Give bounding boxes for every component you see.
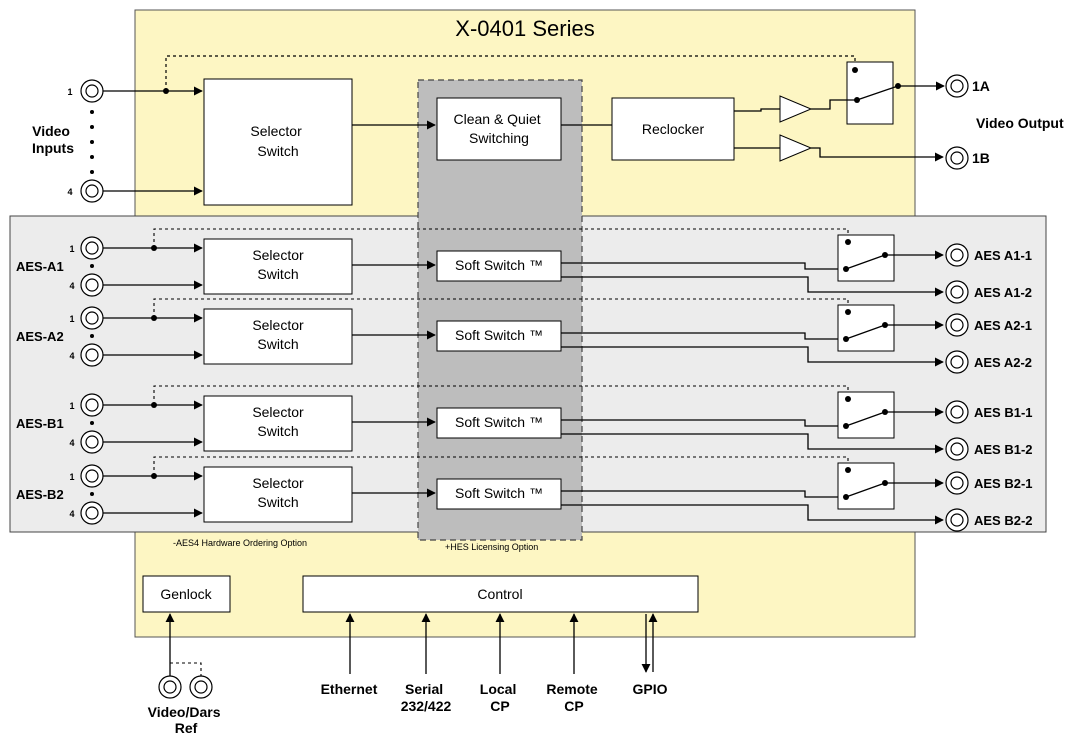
video-input-4-number: 4 [67, 187, 72, 197]
video-input-ellipsis [90, 110, 94, 174]
svg-text:Clean & Quiet Switching: Clean & Quiet Switching [453, 111, 544, 146]
aes-input-1-number: 1 [69, 472, 74, 482]
hes-option-label: +HES Licensing Option [445, 542, 538, 552]
control-input-gpio: GPIO [632, 681, 667, 697]
svg-text:Selector Switch: Selector Switch [250, 123, 305, 159]
video-output-label: Video Output [976, 115, 1064, 131]
reference-input-connectors [158, 675, 213, 699]
control-input-local-cp: Local CP [480, 681, 520, 714]
aes-input-1-connector [80, 464, 104, 488]
aes-output-2-connector [945, 280, 969, 304]
bypass-relay [837, 462, 895, 510]
soft-switch-block [436, 407, 562, 439]
aes-selector-switch [203, 466, 353, 523]
aes-output-2-label: AES A1-2 [974, 285, 1032, 300]
aes-input-1-number: 1 [69, 314, 74, 324]
soft-switch-label: Soft Switch ™ [455, 327, 543, 343]
aes-output-2-connector [945, 350, 969, 374]
aes-option-label: -AES4 Hardware Ordering Option [173, 538, 307, 548]
soft-switch-label: Soft Switch ™ [455, 257, 543, 273]
bypass-relay-video [846, 61, 894, 125]
aes-output-1-label: AES A2-1 [974, 318, 1032, 333]
genlock-label: Genlock [160, 586, 212, 602]
reclocker-label: Reclocker [642, 121, 705, 137]
soft-switch-block [436, 320, 562, 352]
aes-input-1-number: 1 [69, 401, 74, 411]
control-input-serial: Serial 232/422 [401, 681, 452, 714]
aes-output-1-label: AES A1-1 [974, 248, 1032, 263]
aes-input-4-connector [80, 343, 104, 367]
control-input-ethernet: Ethernet [321, 681, 378, 697]
aes-output-2-label: AES B2-2 [974, 513, 1033, 528]
aes-output-1-label: AES B1-1 [974, 405, 1033, 420]
aes-output-2-connector [945, 437, 969, 461]
video-section: 1 4 Video Inputs Selector Switch Clean &… [32, 55, 1064, 206]
aes-input-4-number: 4 [69, 509, 74, 519]
aes-input-1-connector [80, 393, 104, 417]
aes-input-4-number: 4 [69, 438, 74, 448]
aes-group-label: AES-A1 [16, 259, 64, 274]
aes-input-4-connector [80, 430, 104, 454]
control-label: Control [477, 586, 522, 602]
video-output-1a-label: 1A [972, 78, 990, 94]
video-inputs-label: Video Inputs [32, 123, 74, 156]
soft-switch-block [436, 250, 562, 282]
genlock-block [142, 575, 231, 613]
aes-selector-switch [203, 308, 353, 365]
video-output-1a-connector [945, 74, 969, 98]
control-input-remote-cp: Remote CP [546, 681, 601, 714]
soft-switch-block [436, 478, 562, 510]
reclocker-block [611, 97, 735, 161]
control-block [302, 575, 699, 613]
aes-output-1-connector [945, 400, 969, 424]
diagram-title: X-0401 Series [455, 16, 594, 41]
aes-group-label: AES-A2 [16, 329, 64, 344]
clean-quiet-switching-block [436, 97, 562, 161]
aes-output-2-connector [945, 508, 969, 532]
video-output-1b-label: 1B [972, 150, 990, 166]
video-input-1-number: 1 [67, 87, 72, 97]
output-driver-b [779, 134, 813, 162]
aes-input-4-connector [80, 273, 104, 297]
aes-output-1-connector [945, 313, 969, 337]
reference-input-label: Video/Dars Ref [148, 704, 225, 736]
soft-switch-label: Soft Switch ™ [455, 414, 543, 430]
aes-selector-switch [203, 238, 353, 295]
video-input-1-connector [80, 79, 104, 103]
aes-output-2-label: AES B1-2 [974, 442, 1033, 457]
aes-selector-switch [203, 395, 353, 452]
aes-output-2-label: AES A2-2 [974, 355, 1032, 370]
video-input-4-connector [80, 179, 104, 203]
aes-input-4-number: 4 [69, 281, 74, 291]
aes-input-4-connector [80, 501, 104, 525]
aes-group-label: AES-B1 [16, 416, 64, 431]
aes-output-1-label: AES B2-1 [974, 476, 1033, 491]
aes-input-1-connector [80, 306, 104, 330]
video-selector-switch [203, 78, 353, 206]
soft-switch-label: Soft Switch ™ [455, 485, 543, 501]
aes-input-1-connector [80, 236, 104, 260]
output-driver-a [779, 95, 813, 123]
aes-output-1-connector [945, 471, 969, 495]
aes-group-label: AES-B2 [16, 487, 64, 502]
video-output-1b-connector [945, 146, 969, 170]
aes-output-1-connector [945, 243, 969, 267]
aes-input-1-number: 1 [69, 244, 74, 254]
aes-input-4-number: 4 [69, 351, 74, 361]
